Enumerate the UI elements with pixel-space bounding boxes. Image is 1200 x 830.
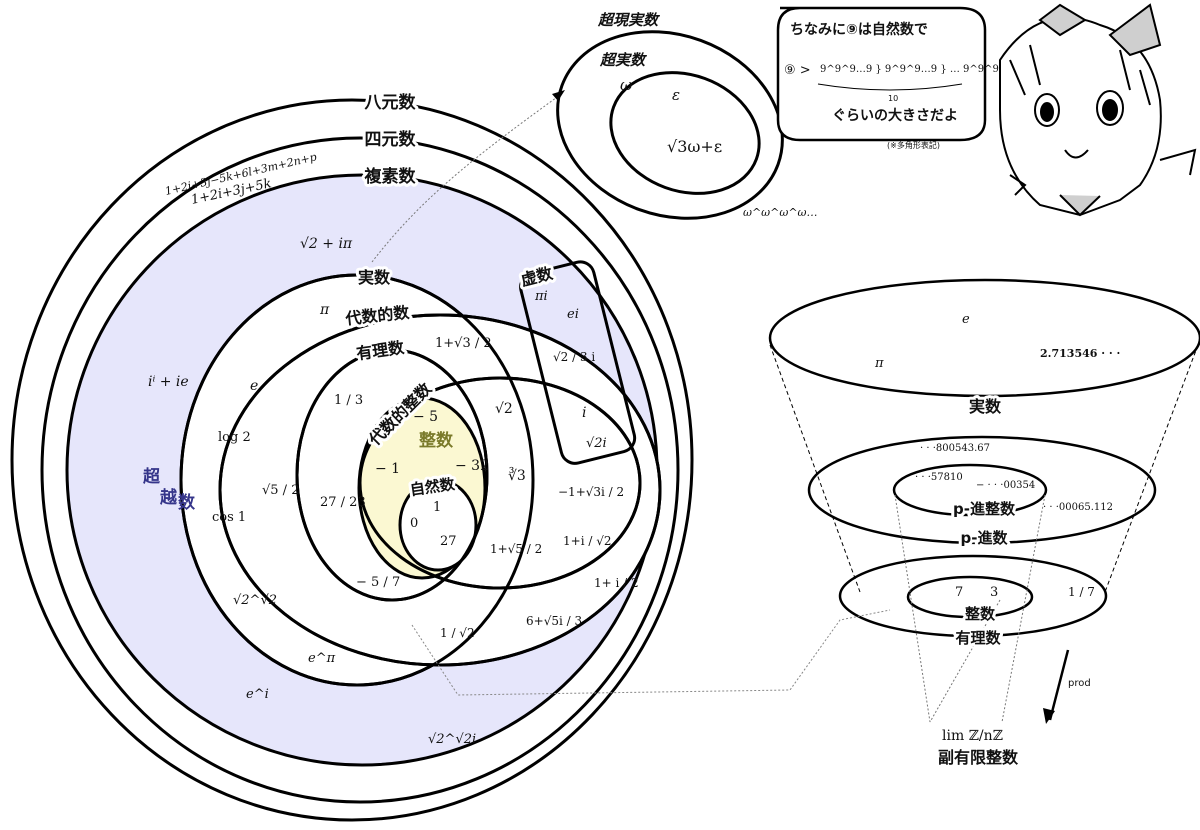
speech-nine: ⑨ >: [784, 63, 811, 78]
padic-three: 3: [990, 585, 998, 600]
example-complex-a: √2 + iπ: [300, 236, 353, 252]
padic-set: [807, 435, 1157, 545]
example-one-over-sqrt2: 1 / √2: [440, 626, 475, 640]
example-epsilon: ε: [672, 86, 680, 104]
example-minus5: − 5: [413, 409, 438, 425]
example-sqrt2: √2: [495, 401, 513, 417]
surreal-set: [609, 71, 761, 195]
label-hyperreal: 超現実数: [597, 11, 661, 29]
label-quaternions: 四元数: [365, 129, 417, 150]
example-e-i: e^i: [246, 687, 269, 702]
surreal-venn: [556, 30, 784, 220]
example-ii: iⁱ + ie: [148, 374, 189, 390]
speech-note: (※多角形表記): [887, 140, 940, 150]
character-illustration: [999, 3, 1197, 217]
padic-pi: π: [874, 356, 884, 371]
speech-tower: 9^9^9…9 } 9^9^9…9 } … 9^9^9…9 } 9: [820, 64, 1034, 75]
speech-line1: ちなみに⑨は自然数で: [790, 21, 928, 38]
padic-label-padic: p-進数: [961, 529, 1009, 547]
example-neg-5-7: − 5 / 7: [356, 575, 400, 590]
example-sqrt5-2: √5 / 2: [262, 483, 299, 498]
example-sqrt2-i: √2i: [586, 436, 607, 451]
example-omega: ω: [620, 76, 632, 94]
padic-e: e: [962, 312, 970, 327]
example-pi-i: πi: [534, 289, 548, 304]
example-frac-1sqrt5-2: 1+√5 / 2: [490, 542, 542, 556]
padic-prod: prod: [1068, 678, 1091, 689]
main-venn: [10, 98, 694, 822]
example-one: 1: [433, 500, 441, 515]
example-log2: log 2: [218, 430, 251, 445]
example-sqrt2-pow: √2^√2: [233, 593, 277, 608]
example-frac-6sqrt5i-3: 6+√5i / 3: [526, 614, 582, 628]
example-sqrt3omega: √3ω+ε: [667, 137, 722, 156]
padic-seven: 7: [955, 585, 963, 600]
padic-label-real: 実数: [969, 397, 1002, 416]
label-surreal: 超実数: [599, 51, 648, 69]
speech-bubble: ちなみに⑨は自然数で ⑨ > 9^9^9…9 } 9^9^9…9 } … 9^9…: [776, 6, 1034, 150]
padic-one-seventh: 1 / 7: [1068, 585, 1095, 599]
speech-count: 10: [888, 94, 898, 103]
padic-diagram: [768, 278, 1200, 723]
padic-integer: [906, 575, 1034, 619]
example-frac-1sqrt3-2: 1+√3 / 2: [435, 336, 492, 351]
connector-real-hyperreal: [371, 94, 561, 263]
padic-label-integer: 整数: [965, 605, 996, 623]
example-pi: π: [319, 302, 330, 318]
example-27: 27: [440, 534, 457, 549]
example-minus1: − 1: [375, 461, 400, 477]
svg-text:越: 越: [159, 487, 178, 508]
example-cos1: cos 1: [212, 510, 246, 525]
example-sqrt2-3-i: √2 / 3 i: [553, 350, 595, 364]
label-complex: 複素数: [364, 166, 417, 187]
natural-set: [398, 478, 478, 572]
label-transcendental: 超 越 数: [143, 466, 196, 513]
example-one-plus-i-half: 1+ i / 2: [594, 576, 639, 590]
svg-text:超: 超: [143, 466, 161, 487]
example-i: i: [582, 405, 586, 421]
padic-profinite: 副有限整数: [938, 748, 1019, 767]
imaginary-set: [519, 260, 637, 465]
label-real: 実数: [358, 268, 391, 287]
example-sqrt2-pow-i: √2^√2i: [428, 732, 476, 747]
prod-arrow: [1048, 649, 1070, 721]
padic-label-rational: 有理数: [955, 629, 1001, 647]
example-one-third: 1 / 3: [334, 393, 363, 408]
padic-adic-top: · · ·800543.67: [920, 443, 990, 454]
example-e-i-im: ei: [567, 307, 579, 322]
speech-line2: ぐらいの大きさだよ: [832, 107, 958, 124]
label-octonions: 八元数: [365, 92, 417, 113]
example-frac-cplx: −1+√3i / 2: [558, 485, 624, 499]
example-minus32: − 32: [455, 458, 489, 474]
padic-rational: [838, 554, 1108, 638]
padic-adic-b: − · · ·00354: [976, 480, 1035, 491]
padic-real-top: [768, 278, 1200, 398]
example-e: e: [250, 378, 258, 394]
example-e-pi: e^π: [308, 651, 336, 666]
padic-label-int: p-進整数: [953, 500, 1016, 518]
padic-val: 2.713546 · · ·: [1040, 347, 1120, 360]
padic-adic-side: · · ·00065.112: [1043, 502, 1113, 513]
label-integer: 整数: [419, 430, 454, 451]
svg-text:数: 数: [178, 492, 196, 513]
example-cuberoot3: ∛3: [508, 467, 526, 484]
arrowhead: [552, 90, 565, 101]
example-27-23: 27 / 23: [320, 495, 366, 510]
example-frac-1i-sqrt2: 1+i / √2: [563, 534, 611, 548]
padic-lim: lim ℤ/nℤ: [942, 728, 1003, 744]
padic-int-set: [892, 463, 1048, 517]
example-omega-tower: ω^ω^ω^ω…: [743, 206, 818, 219]
example-zero: 0: [410, 516, 418, 531]
padic-adic-a: · · ·57810: [915, 472, 963, 483]
